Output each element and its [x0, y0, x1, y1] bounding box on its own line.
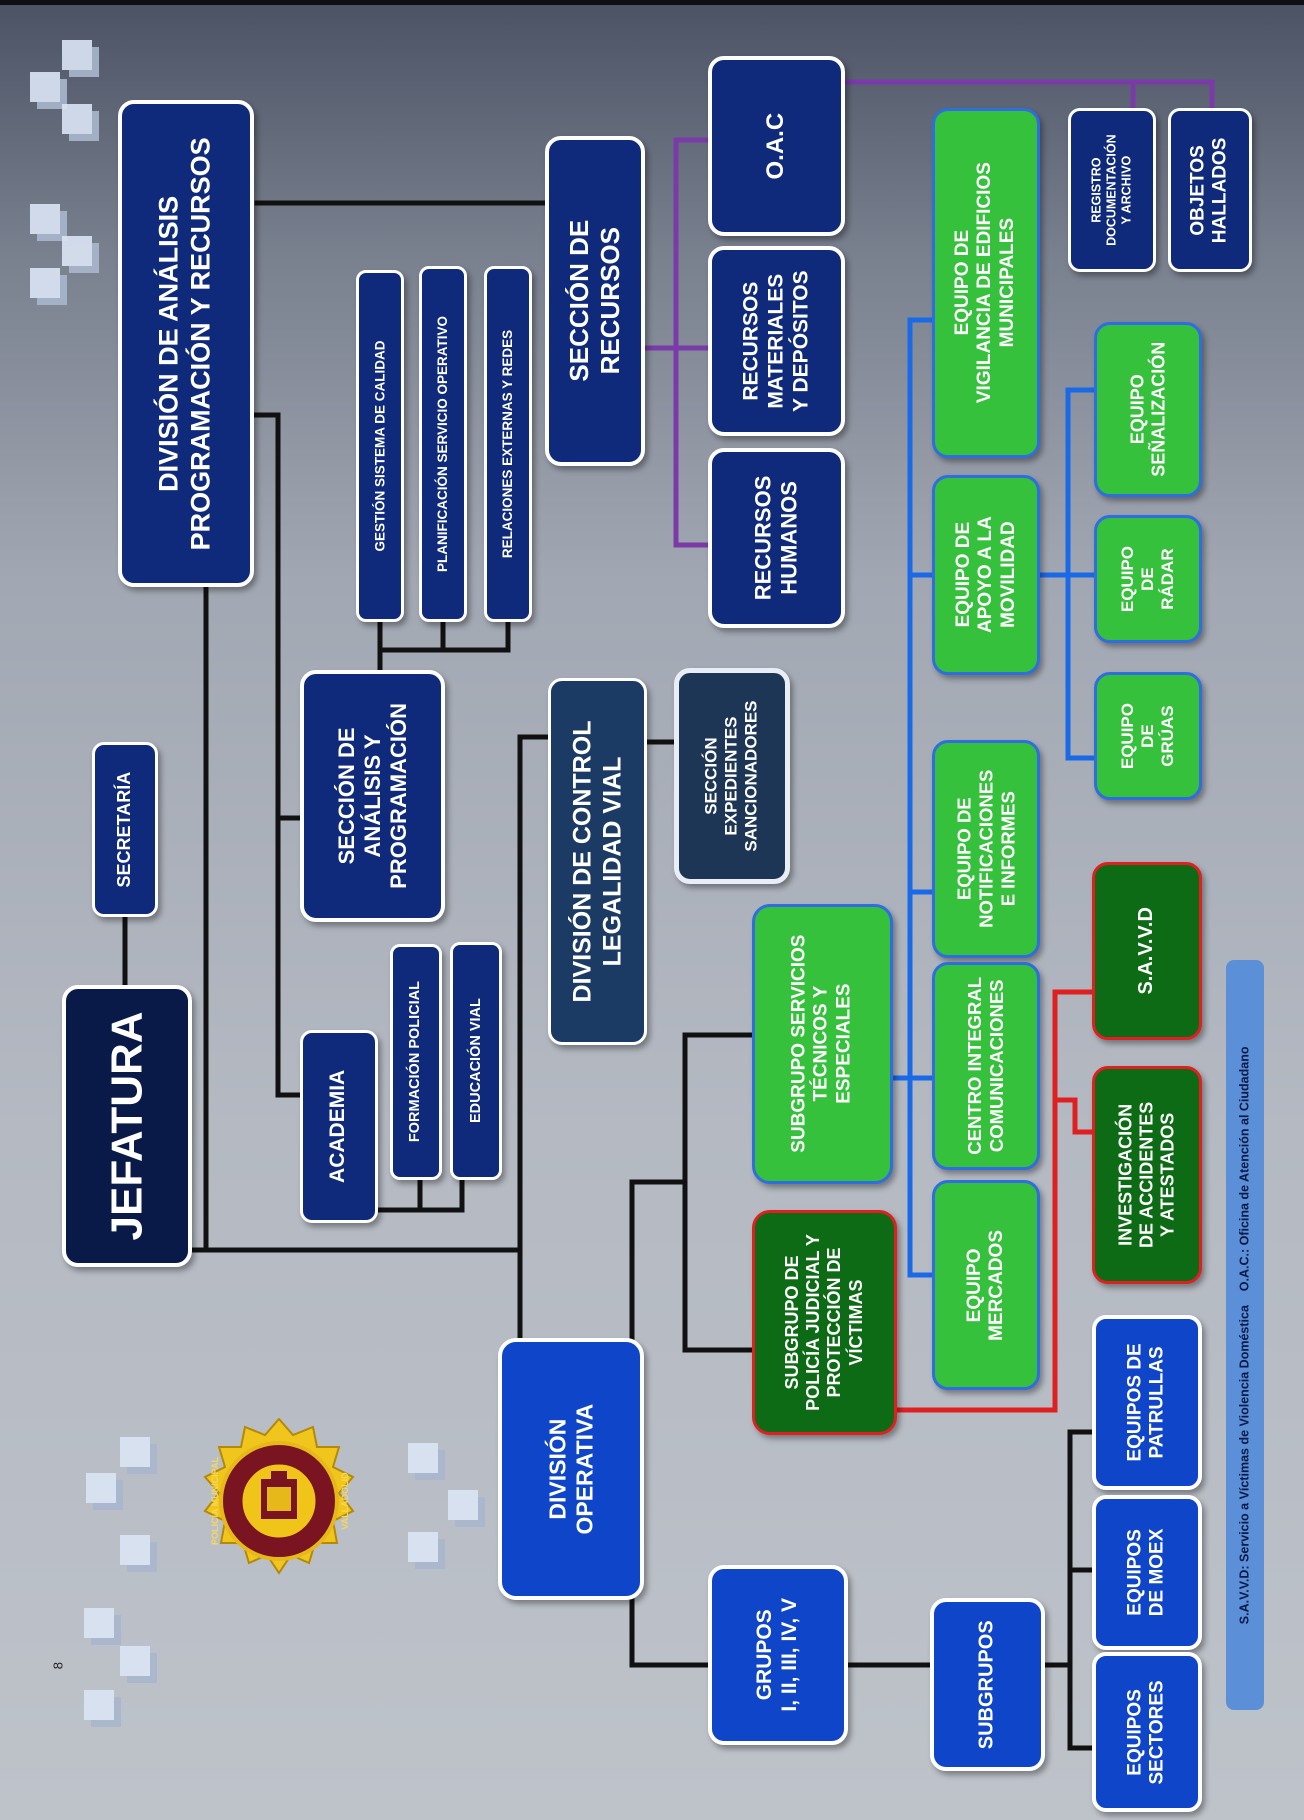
- node-equipo-apoyo: EQUIPO DE APOYO A LA MOVILIDAD: [932, 475, 1040, 675]
- node-objetos-hallados: OBJETOS HALLADOS: [1168, 108, 1252, 272]
- node-oac: O.A.C: [708, 56, 845, 236]
- node-jefatura-label: JEFATURA: [102, 1011, 152, 1241]
- decor-cube: [84, 1608, 114, 1638]
- node-recursos-materiales: RECURSOS MATERIALES Y DEPÓSITOS: [708, 246, 845, 436]
- node-registro-label: REGISTRO DOCUMENTACIÓN Y ARCHIVO: [1089, 134, 1134, 246]
- node-equipo-vigilancia: EQUIPO DE VIGILANCIA DE EDIFICIOS MUNICI…: [932, 108, 1040, 458]
- node-equipos-patrullas-label: EQUIPOS DE PATRULLAS: [1124, 1343, 1168, 1462]
- node-division-control: DIVISIÓN DE CONTROL LEGALIDAD VIAL: [548, 678, 647, 1045]
- node-gestion-calidad: GESTIÓN SISTEMA DE CALIDAD: [356, 270, 404, 622]
- node-objetos-hallados-label: OBJETOS HALLADOS: [1187, 137, 1231, 243]
- node-equipo-gruas-label: EQUIPO DE GRÚAS: [1117, 702, 1178, 770]
- node-grupos-label: GRUPOS I, II, III, IV, V: [753, 1598, 801, 1712]
- node-academia-label: ACADEMIA: [326, 1069, 350, 1184]
- decor-cube: [62, 40, 92, 70]
- node-division-analisis-label: DIVISIÓN DE ANÁLISIS PROGRAMACIÓN Y RECU…: [154, 136, 216, 551]
- node-savvd-label: S.A.V.V.D: [1135, 907, 1158, 995]
- node-planificacion-label: PLANIFICACIÓN SERVICIO OPERATIVO: [435, 315, 451, 573]
- node-jefatura: JEFATURA: [62, 985, 192, 1267]
- node-investigacion-label: INVESTIGACIÓN DE ACCIDENTES Y ATESTADOS: [1115, 1101, 1178, 1249]
- node-grupos: GRUPOS I, II, III, IV, V: [708, 1565, 848, 1745]
- node-recursos-humanos: RECURSOS HUMANOS: [708, 448, 845, 628]
- node-seccion-expedientes-label: SECCIÓN EXPEDIENTES SANCIONADORES: [701, 700, 762, 852]
- node-seccion-recursos: SECCIÓN DE RECURSOS: [545, 136, 645, 466]
- node-subgrupos: SUBGRUPOS: [930, 1598, 1045, 1771]
- node-equipo-notificaciones-label: EQUIPO DE NOTIFICACIONES E INFORMES: [953, 769, 1018, 929]
- node-secretaria: SECRETARÍA: [92, 742, 158, 917]
- node-gestion-calidad-label: GESTIÓN SISTEMA DE CALIDAD: [372, 340, 388, 552]
- node-seccion-analisis-label: SECCIÓN DE ANÁLISIS Y PROGRAMACIÓN: [333, 703, 411, 889]
- node-equipo-radar-label: EQUIPO DE RÁDAR: [1117, 545, 1178, 613]
- node-equipos-moex-label: EQUIPOS DE MOEX: [1124, 1528, 1168, 1617]
- node-formacion-policial: FORMACIÓN POLICIAL: [390, 944, 442, 1180]
- node-educacion-vial: EDUCACIÓN VIAL: [450, 942, 502, 1180]
- node-equipos-moex: EQUIPOS DE MOEX: [1092, 1495, 1202, 1650]
- decor-cube: [62, 104, 92, 134]
- node-subgrupo-judicial-label: SUBGRUPO DE POLICÍA JUDICIAL Y PROTECCIÓ…: [782, 1234, 866, 1411]
- node-division-control-label: DIVISIÓN DE CONTROL LEGALIDAD VIAL: [568, 720, 626, 1003]
- node-seccion-expedientes: SECCIÓN EXPEDIENTES SANCIONADORES: [674, 668, 790, 884]
- node-division-operativa-label: DIVISIÓN OPERATIVA: [543, 1403, 597, 1535]
- node-investigacion: INVESTIGACIÓN DE ACCIDENTES Y ATESTADOS: [1092, 1066, 1202, 1284]
- decor-cube: [120, 1646, 150, 1676]
- decor-cube: [448, 1490, 478, 1520]
- node-equipo-senalizacion-label: EQUIPO SEÑALIZACIÓN: [1126, 342, 1168, 477]
- decor-cube: [30, 204, 60, 234]
- node-subgrupos-label: SUBGRUPOS: [975, 1620, 998, 1749]
- decor-cube: [30, 268, 60, 298]
- node-formacion-policial-label: FORMACIÓN POLICIAL: [407, 981, 424, 1143]
- node-division-analisis: DIVISIÓN DE ANÁLISIS PROGRAMACIÓN Y RECU…: [118, 100, 254, 587]
- decor-cube: [62, 236, 92, 266]
- node-educacion-vial-label: EDUCACIÓN VIAL: [467, 998, 484, 1124]
- police-badge-logo: POLICÍA MUNICIPAL VALLADOLID: [203, 1418, 355, 1575]
- node-oac-label: O.A.C: [762, 112, 790, 180]
- node-subgrupo-tecnicos: SUBGRUPO SERVICIOS TÉCNICOS Y ESPECIALES: [752, 904, 893, 1184]
- node-subgrupo-judicial: SUBGRUPO DE POLICÍA JUDICIAL Y PROTECCIÓ…: [752, 1210, 897, 1435]
- node-recursos-humanos-label: RECURSOS HUMANOS: [750, 475, 802, 601]
- page-number: 8: [50, 1662, 66, 1670]
- node-equipo-mercados-label: EQUIPO MERCADOS: [963, 1229, 1007, 1341]
- node-savvd: S.A.V.V.D: [1092, 862, 1202, 1040]
- node-equipo-radar: EQUIPO DE RÁDAR: [1094, 515, 1202, 643]
- node-relaciones: RELACIONES EXTERNAS Y REDES: [484, 266, 532, 622]
- top-border: [0, 0, 1304, 5]
- decor-cube: [120, 1535, 150, 1565]
- legend-text: S.A.V.V.D: Servicio a Víctimas de Violen…: [1237, 1046, 1252, 1624]
- decor-cube: [84, 1690, 114, 1720]
- node-equipo-notificaciones: EQUIPO DE NOTIFICACIONES E INFORMES: [932, 740, 1040, 958]
- node-secretaria-label: SECRETARÍA: [114, 771, 135, 888]
- node-centro-integral-label: CENTRO INTEGRAL COMUNICACIONES: [964, 977, 1007, 1155]
- node-equipos-patrullas: EQUIPOS DE PATRULLAS: [1092, 1315, 1202, 1490]
- node-registro: REGISTRO DOCUMENTACIÓN Y ARCHIVO: [1068, 108, 1156, 272]
- node-relaciones-label: RELACIONES EXTERNAS Y REDES: [500, 329, 516, 559]
- node-planificacion: PLANIFICACIÓN SERVICIO OPERATIVO: [419, 266, 467, 622]
- decor-cube: [120, 1437, 150, 1467]
- node-equipo-vigilancia-label: EQUIPO DE VIGILANCIA DE EDIFICIOS MUNICI…: [952, 162, 1019, 404]
- node-academia: ACADEMIA: [300, 1030, 378, 1223]
- legend-bar: S.A.V.V.D: Servicio a Víctimas de Violen…: [1226, 960, 1264, 1710]
- node-equipo-mercados: EQUIPO MERCADOS: [932, 1180, 1040, 1390]
- badge-text-right: VALLADOLID: [340, 1472, 350, 1530]
- node-equipo-senalizacion: EQUIPO SEÑALIZACIÓN: [1094, 322, 1202, 497]
- decor-cube: [86, 1473, 116, 1503]
- node-recursos-materiales-label: RECURSOS MATERIALES Y DEPÓSITOS: [739, 270, 812, 412]
- node-seccion-analisis: SECCIÓN DE ANÁLISIS Y PROGRAMACIÓN: [300, 670, 445, 922]
- node-equipo-apoyo-label: EQUIPO DE APOYO A LA MOVILIDAD: [952, 516, 1019, 634]
- node-equipo-gruas: EQUIPO DE GRÚAS: [1094, 672, 1202, 800]
- badge-text-left: POLICÍA MUNICIPAL: [210, 1457, 220, 1545]
- node-division-operativa: DIVISIÓN OPERATIVA: [498, 1338, 644, 1600]
- node-subgrupo-tecnicos-label: SUBGRUPO SERVICIOS TÉCNICOS Y ESPECIALES: [788, 934, 855, 1154]
- node-seccion-recursos-label: SECCIÓN DE RECURSOS: [564, 220, 625, 382]
- decor-cube: [408, 1443, 438, 1473]
- node-equipos-sectores: EQUIPOS SECTORES: [1092, 1652, 1202, 1812]
- node-equipos-sectores-label: EQUIPOS SECTORES: [1124, 1679, 1168, 1785]
- decor-cube: [408, 1532, 438, 1562]
- decor-cube: [30, 72, 60, 102]
- node-centro-integral: CENTRO INTEGRAL COMUNICACIONES: [932, 962, 1040, 1170]
